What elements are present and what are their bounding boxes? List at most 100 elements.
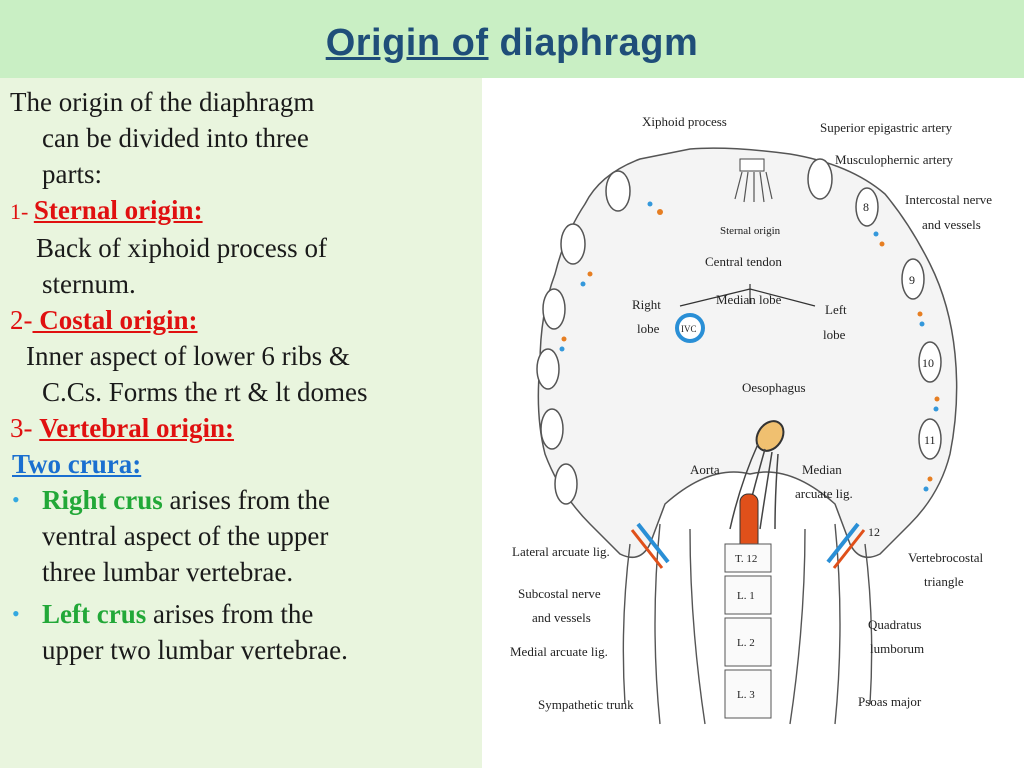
crura-label: Two crura: (12, 449, 142, 479)
label-rib-12: 12 (868, 525, 880, 539)
label-sympathetic: Sympathetic trunk (538, 697, 634, 712)
rib-right-11 (918, 418, 942, 460)
right-crus-label: Right crus (42, 485, 163, 515)
rib-left-5 (540, 408, 564, 450)
vertebra-l3 (724, 669, 772, 719)
sternal-heading: 1- Sternal origin: (10, 192, 478, 230)
right-crus-text-2: ventral aspect of the upper (42, 521, 329, 551)
label-vertebrocostal-1: Vertebrocostal (908, 550, 983, 565)
label-aorta: Aorta (690, 462, 720, 477)
bullet-icon: • (12, 601, 20, 626)
label-quadratus-1: Quadratus (868, 617, 921, 632)
vertebra-l2 (724, 617, 772, 667)
rib-left-6 (554, 463, 578, 505)
slide-body: The origin of the diaphragm can be divid… (10, 84, 478, 668)
left-crus-text-1: arises from the (146, 599, 314, 629)
label-ivc: IVC (681, 324, 697, 334)
quadratus-left (622, 543, 631, 705)
sternal-desc-1: Back of xiphoid process of (36, 233, 327, 263)
rib-right-10 (918, 341, 942, 383)
rib-right-8 (855, 187, 879, 227)
label-l2: L. 2 (737, 637, 755, 649)
title-bar: Origin of diaphragm (0, 0, 1024, 78)
label-l1: L. 1 (737, 590, 755, 602)
vertebral-number: 3- (10, 413, 40, 443)
label-median-arcuate-1: Median (802, 462, 842, 477)
label-vertebrocostal-2: triangle (924, 574, 964, 589)
title-underlined-part: Origin of (325, 22, 489, 64)
label-l3: L. 3 (737, 689, 755, 701)
intro-line-2: can be divided into three (42, 123, 309, 153)
intro-line-1: The origin of the diaphragm (10, 87, 315, 117)
subcostal-right (826, 522, 860, 564)
rib-left-4 (536, 348, 560, 390)
rib-left-3 (542, 288, 566, 330)
right-crus-text-3: three lumbar vertebrae. (42, 557, 294, 587)
label-subcostal-2: and vessels (532, 610, 591, 625)
label-t12: T. 12 (735, 553, 757, 565)
label-musculophrenic: Musculophernic artery (835, 152, 954, 167)
label-psoas: Psoas major (858, 694, 922, 709)
vertebral-heading: 3- Vertebral origin: (10, 410, 478, 446)
label-central-tendon: Central tendon (705, 254, 782, 269)
intro-line-3: parts: (42, 159, 102, 189)
label-rib-8: 8 (863, 200, 869, 214)
rib-left-1 (605, 170, 631, 212)
rib-right-9 (901, 258, 925, 300)
left-crus-item: • Left crus arises from the upper two lu… (10, 596, 478, 668)
costal-desc-1: Inner aspect of lower 6 ribs & (26, 341, 350, 371)
label-right-lobe-2: lobe (637, 321, 660, 336)
label-sternal-origin: Sternal origin (720, 225, 781, 237)
label-sup-epigastric: Superior epigastric artery (820, 120, 953, 135)
vertebra-t12 (724, 543, 772, 573)
title-rest: diaphragm (488, 22, 699, 64)
vertebra-l1 (724, 575, 772, 615)
costal-heading: 2- Costal origin: (10, 302, 478, 338)
label-rib-11: 11 (924, 433, 936, 447)
crura-fibres (729, 443, 779, 530)
rib-left-2 (560, 223, 586, 265)
left-crus-line-1: Left crus arises from the (42, 596, 478, 632)
right-crus-line-1: Right crus arises from the (42, 482, 478, 518)
costal-label: Costal origin: (32, 305, 198, 335)
left-crus-label: Left crus (42, 599, 147, 629)
label-quadratus-2: lumborum (870, 641, 924, 656)
label-intercostal-1: Intercostal nerve (905, 192, 992, 207)
subcostal-left-2 (630, 529, 664, 569)
label-oesophagus: Oesophagus (742, 380, 806, 395)
xiphoid-box (739, 158, 765, 172)
diaphragm-outline (537, 147, 958, 559)
sternal-label: Sternal origin: (33, 195, 203, 225)
sternal-desc-2: sternum. (42, 269, 136, 299)
text-panel (0, 78, 482, 768)
label-right-lobe-1: Right (632, 297, 661, 312)
label-rib-9: 9 (909, 273, 915, 287)
label-subcostal-1: Subcostal nerve (518, 586, 601, 601)
crura-heading: Two crura: (10, 446, 478, 482)
rib-right-7 (807, 158, 833, 200)
subcostal-right-2 (832, 529, 866, 569)
label-rib-10: 10 (922, 356, 934, 370)
label-medial-arcuate: Medial arcuate lig. (510, 644, 608, 659)
right-crus-text-1: arises from the (162, 485, 330, 515)
sternal-fibres (734, 171, 773, 203)
bullet-icon: • (12, 487, 20, 512)
label-median-arcuate-2: arcuate lig. (795, 486, 853, 501)
label-left-lobe-2: lobe (823, 327, 846, 342)
ivc-ring (675, 313, 705, 343)
left-crus-text-2: upper two lumbar vertebrae. (42, 635, 348, 665)
label-left-lobe-1: Left (825, 302, 847, 317)
lobe-arrows (679, 284, 816, 307)
label-xiphoid: Xiphoid process (642, 114, 727, 129)
right-crus-item: • Right crus arises from the ventral asp… (10, 482, 478, 590)
diaphragm-diagram: Xiphoid process Superior epigastric arte… (510, 114, 992, 725)
quadratus-right (864, 543, 873, 705)
sternal-number: 1- (10, 199, 34, 224)
costal-number: 2- (10, 305, 33, 335)
oesophagus-opening (755, 420, 785, 452)
label-median-lobe: Median lobe (716, 292, 782, 307)
label-lateral-arcuate: Lateral arcuate lig. (512, 544, 610, 559)
vessel-dots (559, 201, 940, 492)
label-intercostal-2: and vessels (922, 217, 981, 232)
subcostal-left (636, 522, 670, 564)
